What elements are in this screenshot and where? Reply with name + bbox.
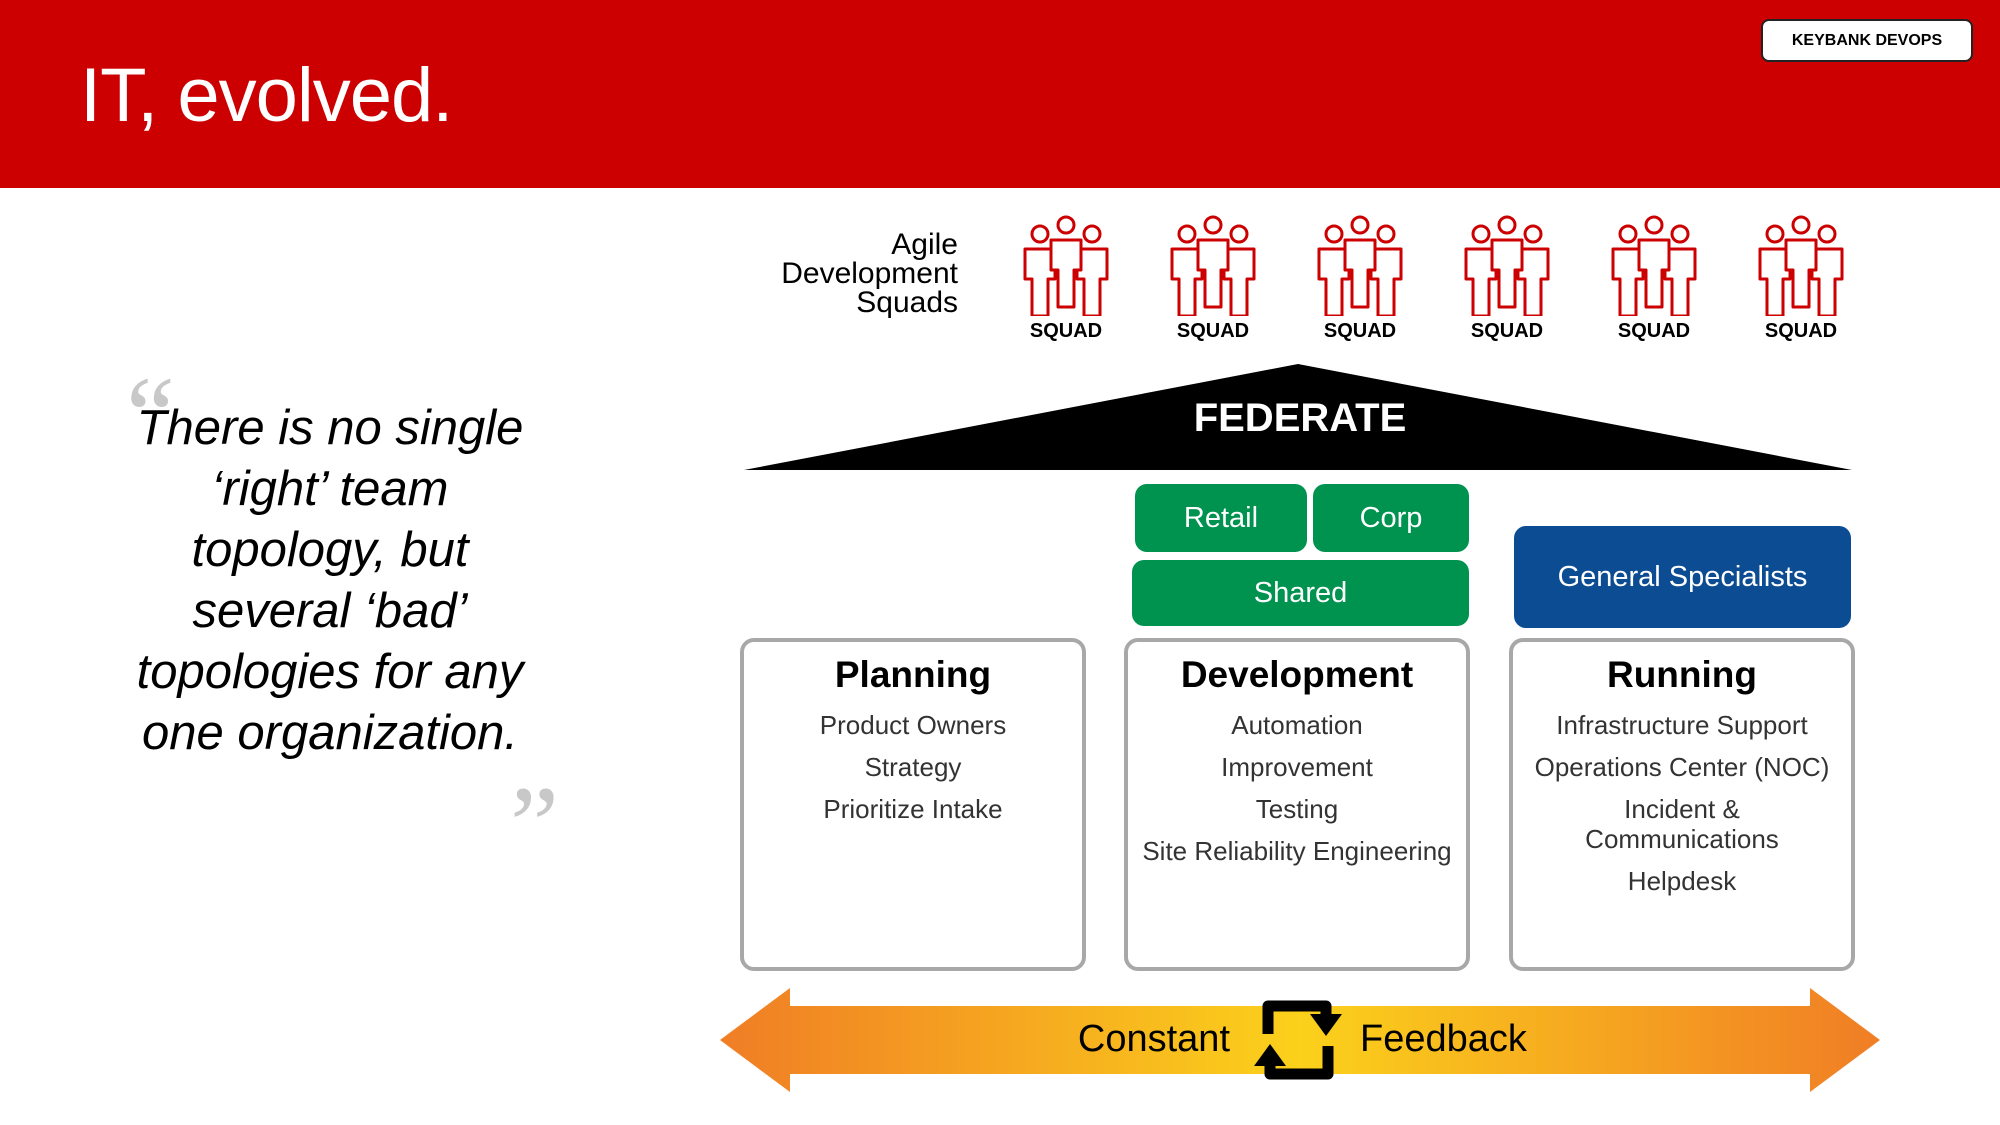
column-item: Operations Center (NOC) bbox=[1534, 752, 1830, 782]
column-item: Improvement bbox=[1221, 752, 1373, 782]
quote-line: topologies for any bbox=[136, 645, 524, 699]
running-column: Running Infrastructure Support Operation… bbox=[1509, 638, 1855, 971]
squad-6: SQUAD bbox=[1746, 212, 1856, 346]
squad-4: SQUAD bbox=[1452, 212, 1562, 346]
open-quote-mark: “ bbox=[126, 354, 175, 476]
people-group-icon bbox=[1611, 215, 1697, 316]
column-item: Product Owners bbox=[819, 710, 1007, 740]
quote-line: several ‘bad’ bbox=[192, 584, 468, 638]
quote-line: There is no single bbox=[136, 401, 524, 455]
quote-line: ‘right’ team bbox=[211, 462, 449, 516]
column-item: Helpdesk bbox=[1627, 866, 1737, 896]
squads-label-line: Squads bbox=[856, 286, 958, 319]
people-group-icon bbox=[1317, 215, 1403, 316]
shared-pill: Shared bbox=[1132, 560, 1469, 626]
page-title: IT, evolved. bbox=[80, 53, 453, 138]
feedback-double-arrow bbox=[720, 988, 1880, 1092]
retail-pill: Retail bbox=[1135, 484, 1307, 552]
column-item: Site Reliability Engineering bbox=[1142, 836, 1452, 866]
federate-roof bbox=[744, 364, 1852, 470]
squad-1: SQUAD bbox=[1011, 212, 1121, 346]
quote-text: There is no single ‘right’ team topology… bbox=[100, 398, 560, 764]
squad-label: SQUAD bbox=[1176, 320, 1250, 342]
squad-label: SQUAD bbox=[1764, 320, 1838, 342]
header-bar bbox=[0, 0, 2000, 188]
squads-label-line: Agile bbox=[891, 228, 958, 261]
squad-label: SQUAD bbox=[1029, 320, 1103, 342]
squad-5: SQUAD bbox=[1599, 212, 1709, 346]
cycle-arrows-icon bbox=[1254, 1000, 1342, 1080]
feedback-left-label: Constant bbox=[1077, 1018, 1230, 1060]
squad-2: SQUAD bbox=[1158, 212, 1268, 346]
squad-label: SQUAD bbox=[1323, 320, 1397, 342]
federate-label: FEDERATE bbox=[1193, 396, 1407, 440]
column-item: Automation bbox=[1231, 710, 1363, 740]
squad-label: SQUAD bbox=[1617, 320, 1691, 342]
column-title: Running bbox=[1606, 654, 1757, 695]
column-title: Development bbox=[1180, 654, 1414, 695]
column-item: Testing bbox=[1255, 794, 1339, 824]
squad-label: SQUAD bbox=[1470, 320, 1544, 342]
development-column: Development Automation Improvement Testi… bbox=[1124, 638, 1470, 971]
planning-column: Planning Product Owners Strategy Priorit… bbox=[740, 638, 1086, 971]
corp-pill: Corp bbox=[1313, 484, 1469, 552]
column-item: Strategy bbox=[864, 752, 962, 782]
column-item: Prioritize Intake bbox=[823, 794, 1003, 824]
feedback-right-label: Feedback bbox=[1360, 1018, 1527, 1060]
column-item: Incident & Communications bbox=[1585, 794, 1779, 854]
people-group-icon bbox=[1758, 215, 1844, 316]
quote-line: one organization. bbox=[142, 706, 518, 760]
column-item: Infrastructure Support bbox=[1556, 710, 1808, 740]
people-group-icon bbox=[1170, 215, 1256, 316]
people-group-icon bbox=[1464, 215, 1550, 316]
general-specialists-pill: General Specialists bbox=[1514, 526, 1851, 628]
people-group-icon bbox=[1023, 215, 1109, 316]
brand-badge: KEYBANK DEVOPS bbox=[1761, 19, 1973, 62]
squad-3: SQUAD bbox=[1305, 212, 1415, 346]
column-title: Planning bbox=[834, 654, 992, 695]
close-quote-mark: ” bbox=[510, 764, 559, 886]
quote-line: topology, but bbox=[191, 523, 469, 577]
squads-label: Agile Development Squads bbox=[740, 228, 958, 319]
squads-label-line: Development bbox=[781, 257, 958, 290]
